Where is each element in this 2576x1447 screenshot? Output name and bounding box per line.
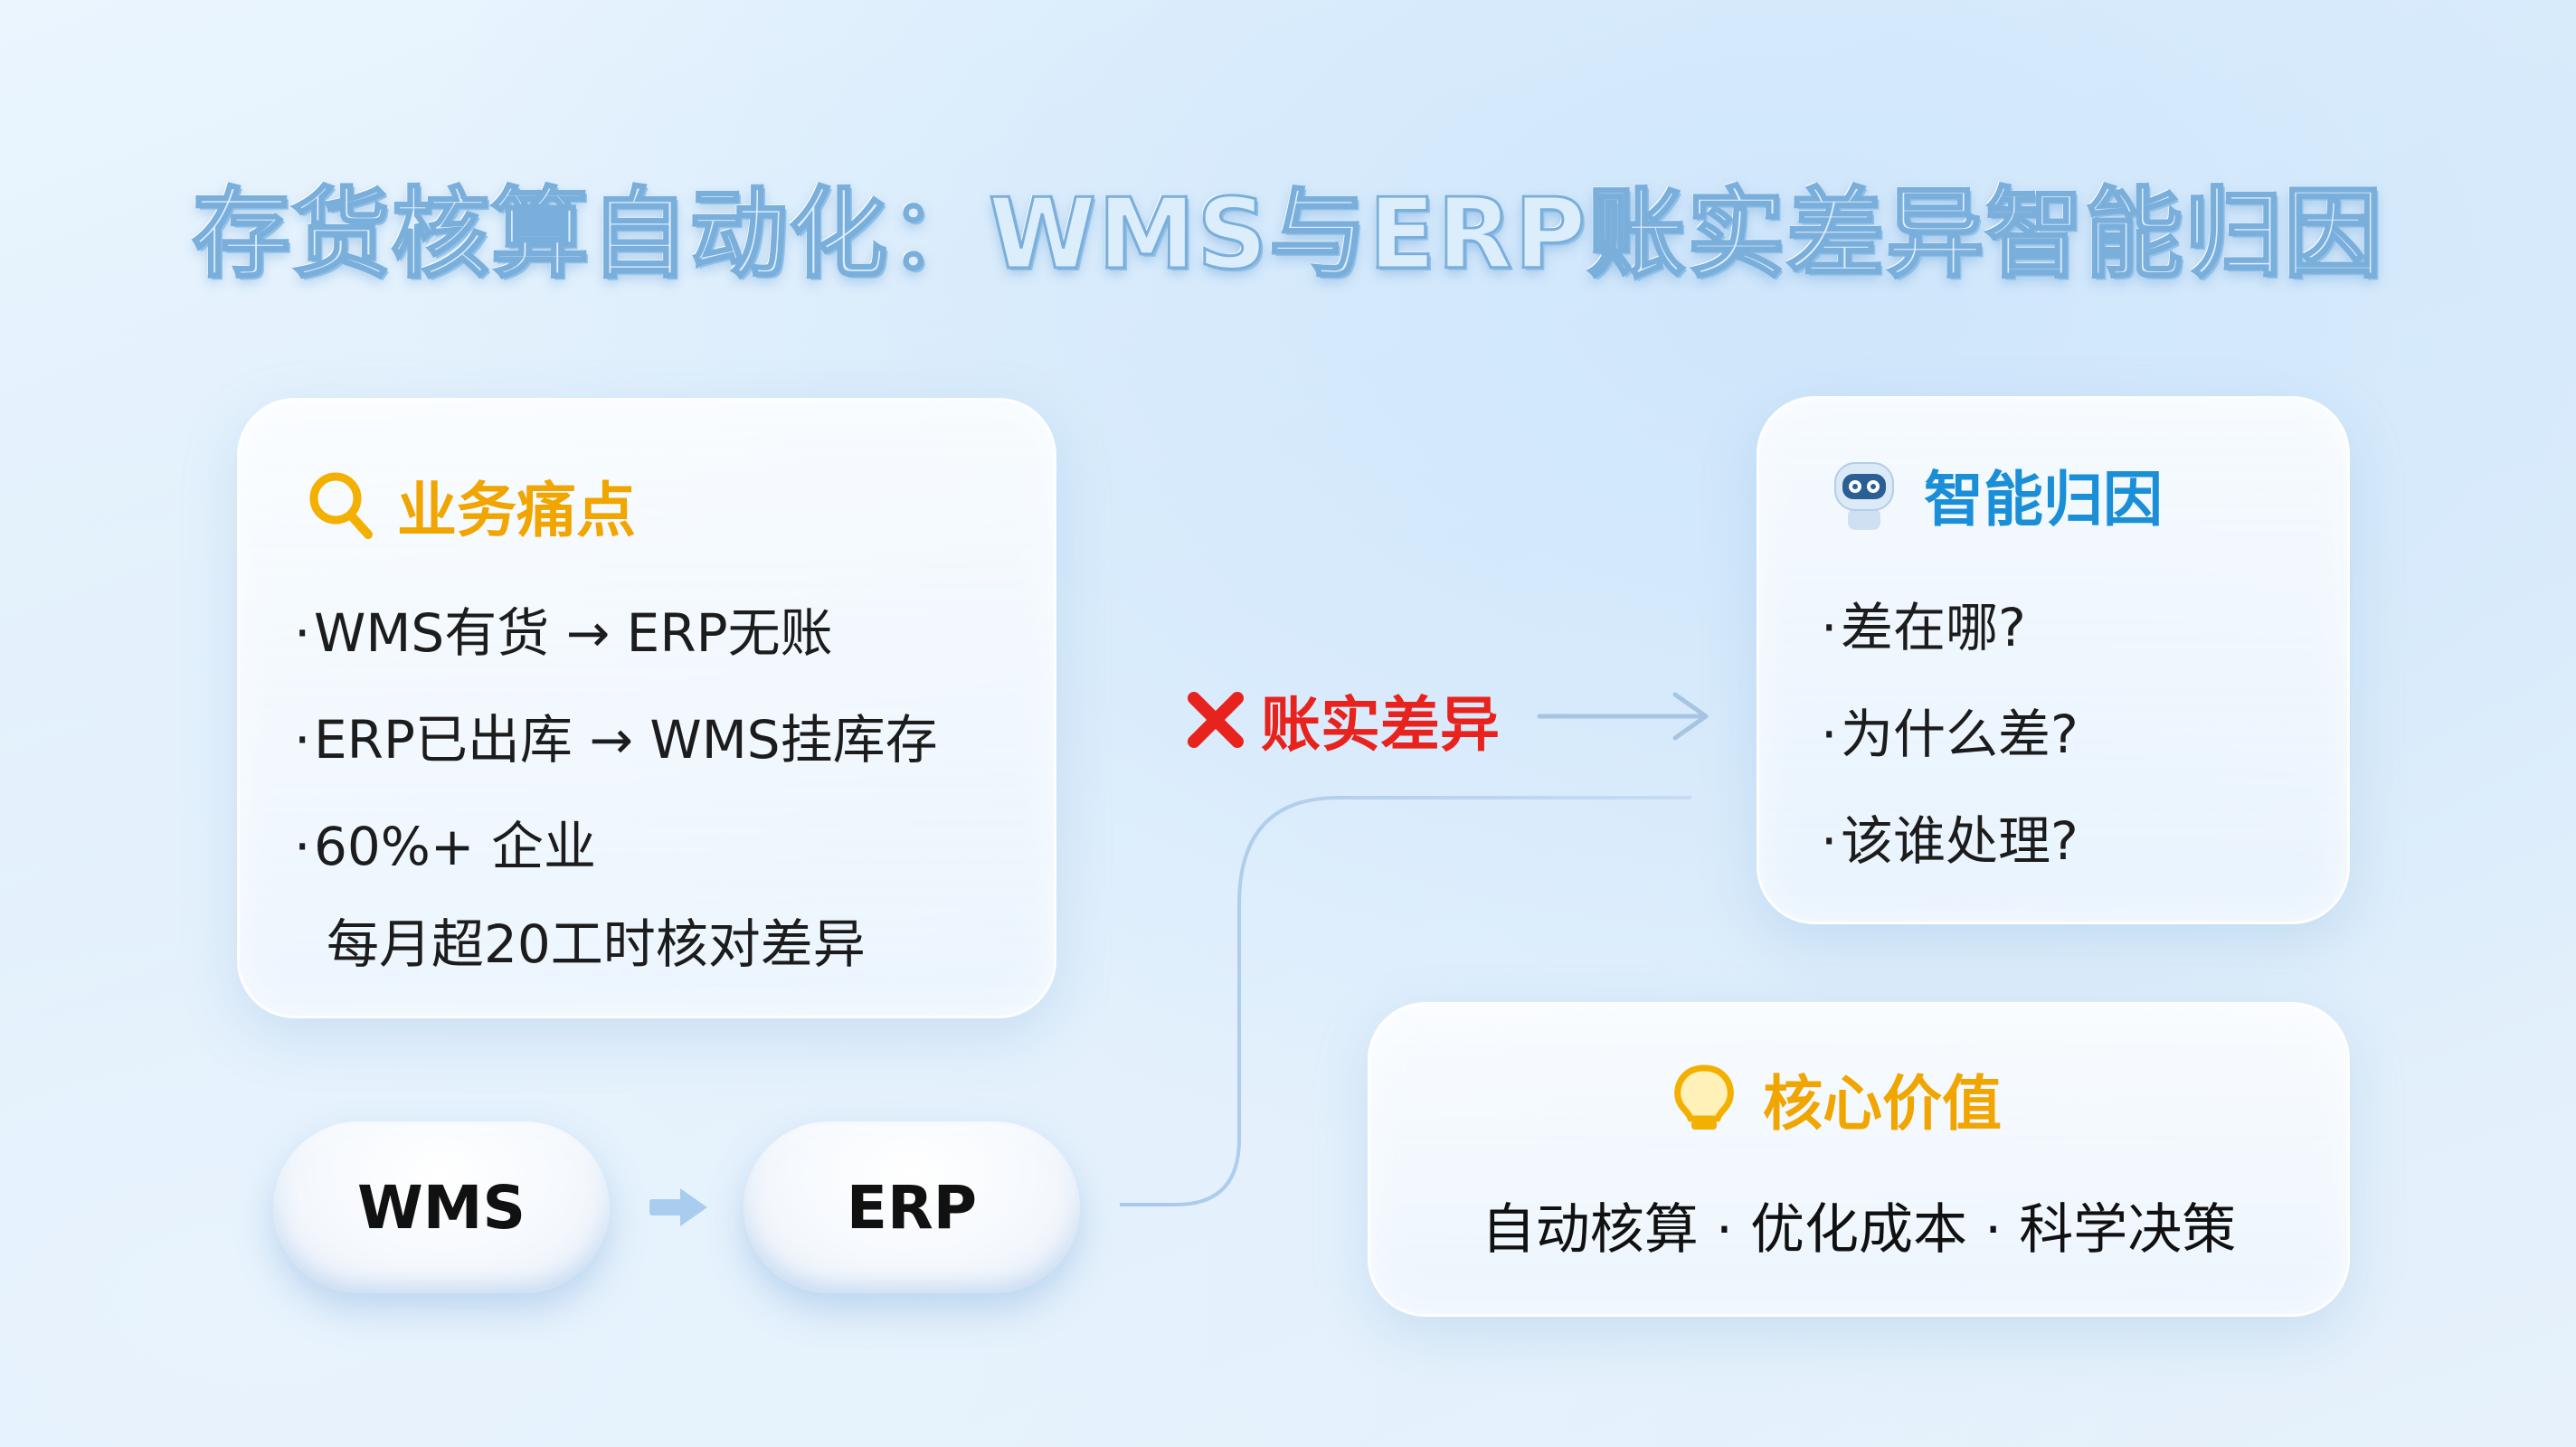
diff-label: 账实差异 xyxy=(1261,690,1500,760)
wms-pill: WMS xyxy=(273,1121,610,1293)
pain-bullet-1: ·WMS有货 → ERP无账 xyxy=(294,602,833,664)
core-value-title: 核心价值 xyxy=(1763,1069,2002,1139)
pain-bullet-3: ·60%+ 企业 xyxy=(294,816,596,877)
pain-points-title: 业务痛点 xyxy=(397,476,636,545)
pain-bullet-3-continued: 每月超20工时核对差异 xyxy=(327,913,866,975)
pain-bullet-2-text: ERP已出库 → WMS挂库存 xyxy=(314,709,938,771)
erp-pill: ERP xyxy=(743,1121,1080,1293)
attribution-title: 智能归因 xyxy=(1924,465,2163,534)
cross-icon xyxy=(1188,692,1244,748)
diff-arrow xyxy=(1537,692,1709,741)
flow-arrow-icon xyxy=(649,1188,707,1226)
attribution-bullet-2: ·为什么差? xyxy=(1821,704,2079,765)
robot-icon xyxy=(1834,462,1894,530)
search-icon xyxy=(309,472,373,539)
core-value-title-row: 核心价值 xyxy=(1669,1055,2002,1142)
flow-curve xyxy=(1120,796,1691,1206)
pain-points-card: 业务痛点 ·WMS有货 → ERP无账 ·ERP已出库 → WMS挂库存 ·60… xyxy=(237,398,1056,1018)
attribution-bullet-1: ·差在哪? xyxy=(1821,597,2026,658)
pain-points-title-row: 业务痛点 xyxy=(307,462,636,549)
attribution-bullet-1-text: 差在哪? xyxy=(1841,597,2026,658)
attribution-bullet-3: ·该谁处理? xyxy=(1821,810,2079,872)
attribution-title-row: 智能归因 xyxy=(1828,451,2163,538)
attribution-card: 智能归因 ·差在哪? ·为什么差? ·该谁处理? xyxy=(1757,396,2350,924)
core-value-card: 核心价值 自动核算 · 优化成本 · 科学决策 xyxy=(1368,1002,2350,1317)
pain-bullet-1-text: WMS有货 → ERP无账 xyxy=(314,602,833,664)
attribution-bullet-3-text: 该谁处理? xyxy=(1841,810,2079,872)
attribution-bullet-2-text: 为什么差? xyxy=(1841,704,2079,765)
pain-bullet-2: ·ERP已出库 → WMS挂库存 xyxy=(294,709,938,771)
diff-label-row: 账实差异 xyxy=(1185,676,1500,763)
core-values-text: 自动核算 · 优化成本 · 科学决策 xyxy=(1481,1198,2237,1262)
page-title: 存货核算自动化：WMS与ERP账实差异智能归因 xyxy=(191,177,2384,293)
lightbulb-icon xyxy=(1674,1064,1734,1130)
pain-bullet-3-text: 60%+ 企业 xyxy=(314,816,596,877)
